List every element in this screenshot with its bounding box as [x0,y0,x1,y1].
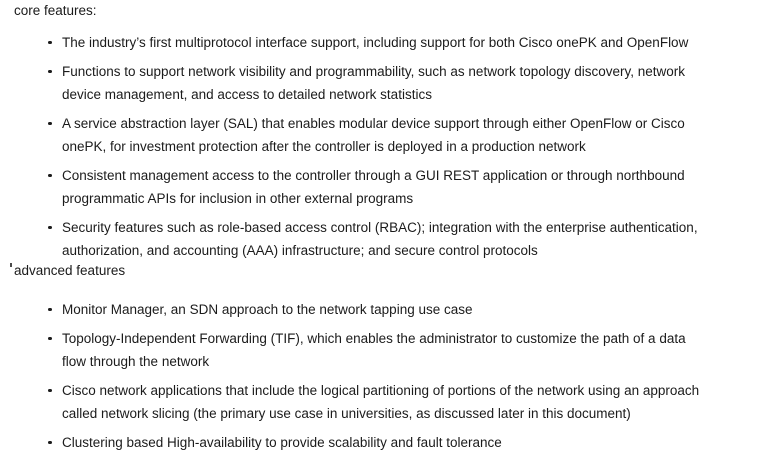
list-item: Functions to support network visibility … [14,60,763,106]
stray-mark-icon [10,263,12,267]
core-features-heading: core features: [14,3,97,18]
bullet-icon [48,173,52,177]
list-item: A service abstraction layer (SAL) that e… [14,112,763,158]
list-item: Cisco network applications that include … [14,379,763,425]
section-core-features: core features: The industry’s first mult… [14,2,763,262]
bullet-icon [48,225,52,229]
list-item: The industry’s first multiprotocol inter… [14,31,763,54]
advanced-features-heading: advanced features [14,263,126,278]
list-item: Security features such as role-based acc… [14,216,763,262]
list-item: Monitor Manager, an SDN approach to the … [14,298,763,321]
bullet-icon [48,69,52,73]
list-item: Consistent management access to the cont… [14,164,763,210]
bullet-icon [48,388,52,392]
bullet-icon [48,121,52,125]
list-item: Clustering based High-availability to pr… [14,431,763,454]
list-item: Topology-Independent Forwarding (TIF), w… [14,327,763,373]
bullet-icon [48,40,52,44]
bullet-icon [48,307,52,311]
bullet-icon [48,440,52,444]
section-advanced-features: advanced features Monitor Manager, an SD… [14,262,763,454]
bullet-icon [48,336,52,340]
core-features-list: The industry’s first multiprotocol inter… [14,31,763,262]
advanced-features-list: Monitor Manager, an SDN approach to the … [14,298,763,454]
